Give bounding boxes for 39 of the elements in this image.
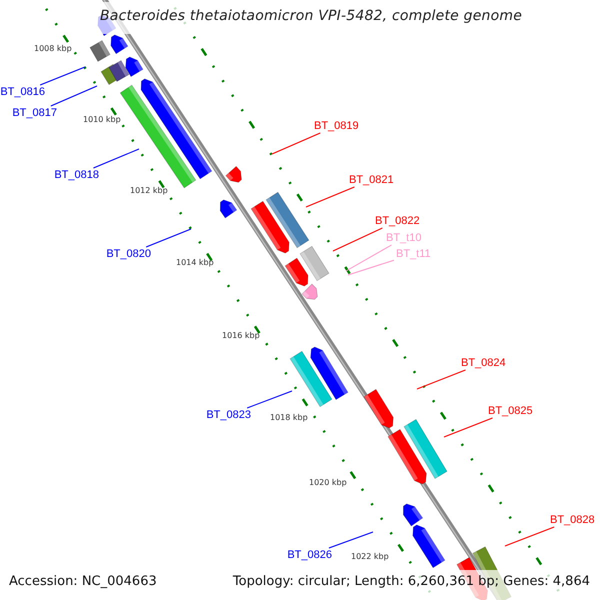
gene-name: BT_0823 xyxy=(206,409,251,421)
leader-line xyxy=(416,370,466,390)
gene-name: BT_0816 xyxy=(0,86,45,98)
leader-line xyxy=(40,66,86,86)
leader-line xyxy=(346,244,392,272)
gene-name: BT_0820 xyxy=(106,248,151,260)
leader-line xyxy=(332,228,383,252)
gene-name: BT_t10 xyxy=(386,232,422,244)
genome-stats: Topology: circular; Length: 6,260,361 bp; Genes: 4,864 xyxy=(232,574,590,589)
leader-line xyxy=(50,86,98,106)
gene-name: BT_0817 xyxy=(12,107,57,119)
gene-name: BT_0821 xyxy=(349,174,394,186)
genome-title: Bacteroides thetaiotaomicron VPI-5482, complete genome xyxy=(100,8,520,24)
gene-name: BT_0818 xyxy=(54,169,99,181)
position-label: 1014 kbp xyxy=(176,258,214,268)
gene-name: BT_0822 xyxy=(375,215,420,227)
gene-name: BT_0828 xyxy=(550,514,595,526)
position-label: 1012 kbp xyxy=(130,186,168,196)
position-label: 1016 kbp xyxy=(222,331,260,340)
leader-line xyxy=(348,260,394,276)
leader-line xyxy=(146,228,192,248)
gene-name: BT_0826 xyxy=(287,549,332,561)
position-label: 1020 kbp xyxy=(309,478,347,488)
gene-name: BT_0819 xyxy=(314,120,359,132)
accession-label: Accession: NC_004663 xyxy=(9,574,157,589)
leader-line xyxy=(272,132,321,154)
position-label: 1008 kbp xyxy=(34,44,72,54)
position-label: 1022 kbp xyxy=(351,552,389,562)
leader-line xyxy=(504,526,555,546)
leader-line xyxy=(306,186,355,208)
leader-line xyxy=(246,390,292,408)
gene-name: BT_0825 xyxy=(488,405,533,417)
position-label: 1010 kbp xyxy=(83,115,121,124)
gene-name: BT_0824 xyxy=(461,357,506,369)
position-label: 1018 kbp xyxy=(270,413,308,422)
leader-line xyxy=(444,418,493,438)
leader-line xyxy=(328,532,374,548)
gene-name: BT_t11 xyxy=(396,248,431,260)
leader-line xyxy=(92,148,140,168)
